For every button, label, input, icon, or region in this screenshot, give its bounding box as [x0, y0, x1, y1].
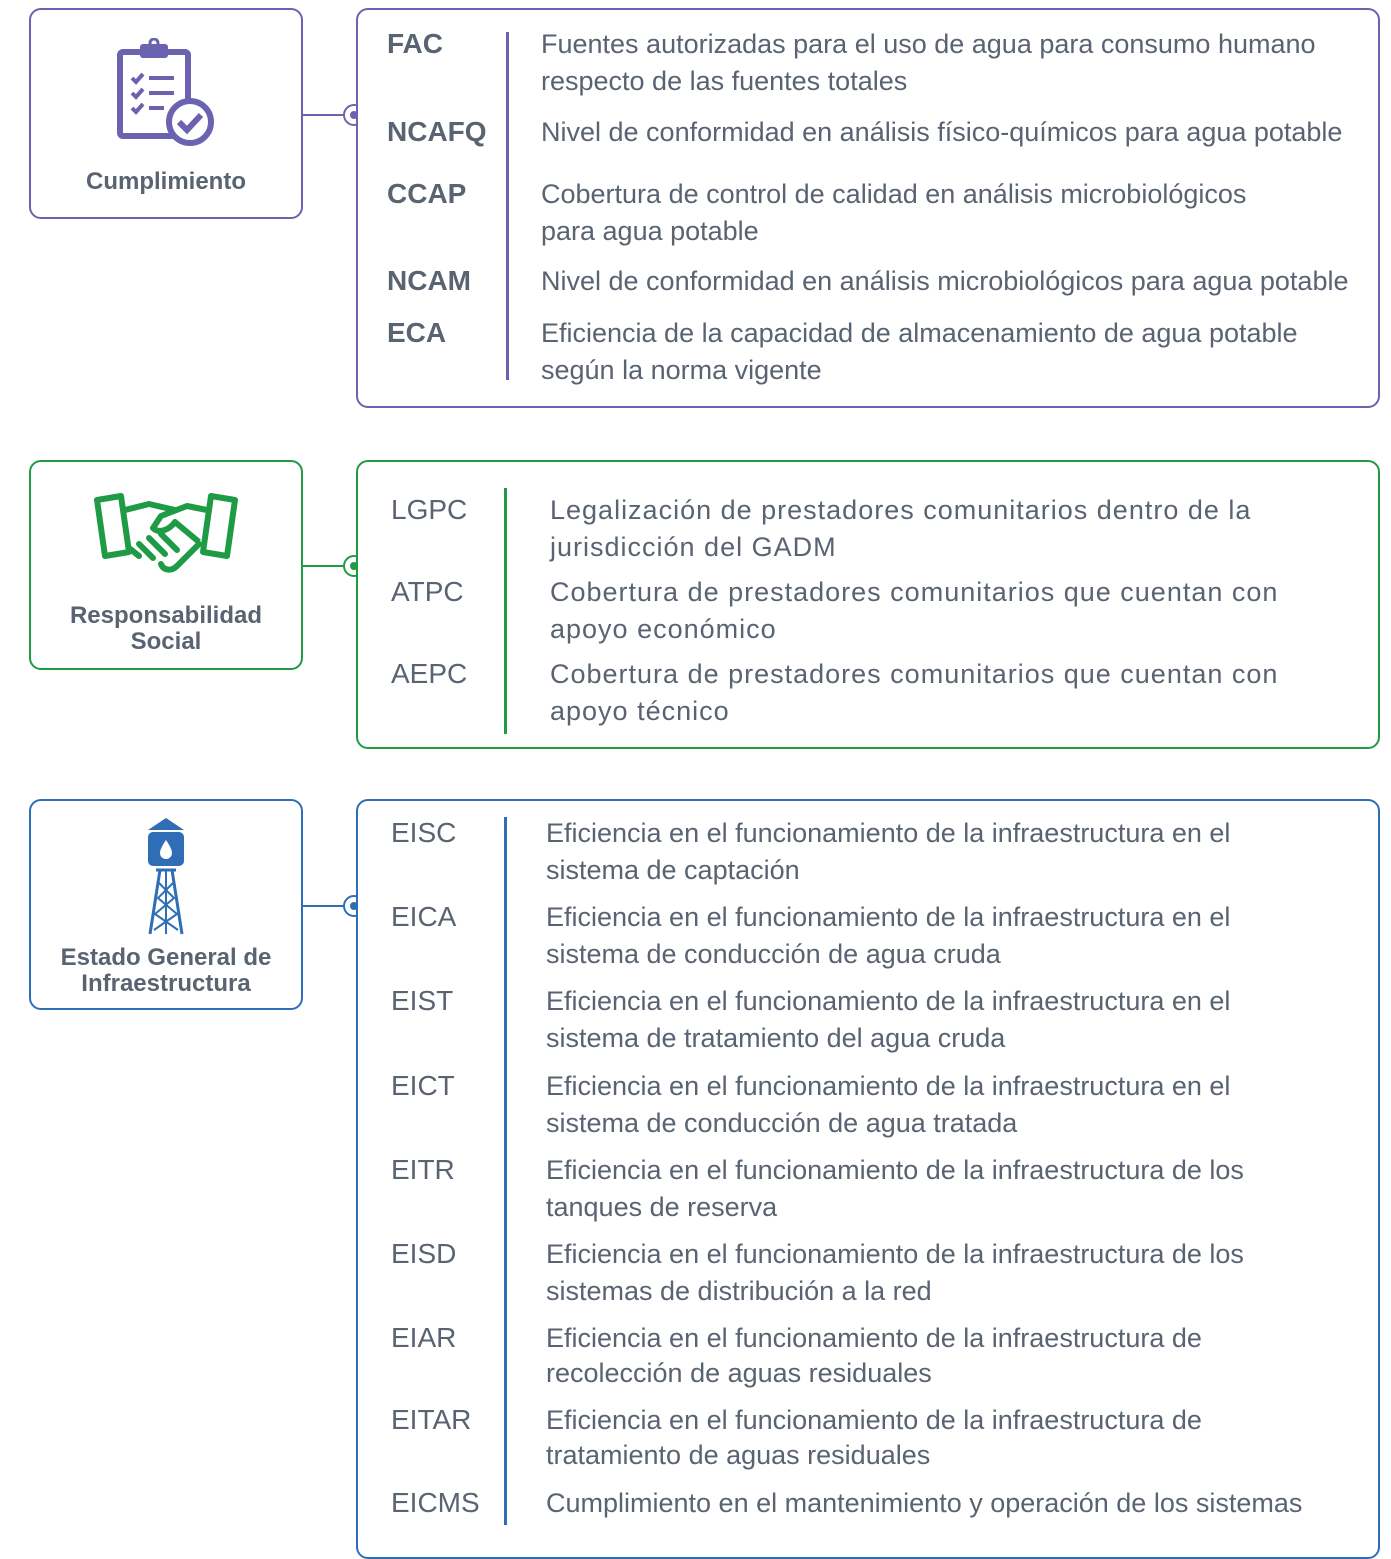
- indicator-description-cont: según la norma vigente: [541, 355, 822, 385]
- indicator-code: ATPC: [391, 576, 464, 607]
- indicator-description-cont: respecto de las fuentes totales: [541, 66, 908, 96]
- category-box-cumplimiento: Cumplimiento: [29, 8, 303, 219]
- indicator-box-responsabilidad-social: LGPC Legalización de prestadores comunit…: [356, 460, 1380, 749]
- indicator-description-cont: sistema de conducción de agua cruda: [546, 939, 1001, 969]
- indicator-description-cont: recolección de aguas residuales: [546, 1358, 932, 1388]
- category-label: Estado General de: [60, 944, 272, 971]
- indicator-description: Eficiencia en el funcionamiento de la in…: [546, 1155, 1244, 1185]
- indicator-code: AEPC: [391, 658, 468, 689]
- indicator-description: Eficiencia en el funcionamiento de la in…: [546, 902, 1231, 932]
- indicator-code: EITAR: [391, 1404, 472, 1435]
- indicator-description-cont: sistema de captación: [546, 855, 800, 885]
- category-label-cont: Social: [130, 628, 202, 655]
- indicator-code: EIST: [391, 985, 454, 1016]
- indicator-code: EITR: [391, 1154, 455, 1185]
- indicator-description: Eficiencia en el funcionamiento de la in…: [546, 818, 1231, 848]
- water-tower-icon: [144, 818, 188, 936]
- indicator-description-cont: tanques de reserva: [546, 1192, 778, 1222]
- indicator-code: EICMS: [391, 1487, 480, 1518]
- indicator-description-cont: sistema de tratamiento del agua cruda: [546, 1023, 1006, 1053]
- indicator-code: FAC: [387, 28, 443, 59]
- connector-line: [303, 565, 345, 567]
- indicator-description: Nivel de conformidad en análisis físico-…: [541, 117, 1343, 147]
- divider-line: [504, 817, 507, 1525]
- category-box-infraestructura: Estado General de Infraestructura: [29, 799, 303, 1010]
- indicator-description: Cumplimiento en el mantenimiento y opera…: [546, 1488, 1303, 1518]
- indicator-box-infraestructura: EISC Eficiencia en el funcionamiento de …: [356, 799, 1380, 1559]
- indicator-description: Eficiencia en el funcionamiento de la in…: [546, 1071, 1231, 1101]
- connector-line: [303, 905, 345, 907]
- indicator-code: NCAFQ: [387, 116, 487, 147]
- indicator-code: ECA: [387, 317, 447, 348]
- divider-line: [506, 32, 509, 380]
- indicator-description-cont: apoyo económico: [550, 614, 777, 644]
- indicator-description: Legalización de prestadores comunitarios…: [550, 495, 1252, 525]
- connector-line: [303, 114, 345, 116]
- indicator-code: CCAP: [387, 178, 467, 209]
- indicator-box-cumplimiento: FAC Fuentes autorizadas para el uso de a…: [356, 8, 1380, 408]
- indicator-description-cont: sistema de conducción de agua tratada: [546, 1108, 1018, 1138]
- indicator-description: Cobertura de prestadores comunitarios qu…: [550, 659, 1279, 689]
- indicator-code: EIAR: [391, 1322, 457, 1353]
- indicator-description: Cobertura de control de calidad en análi…: [541, 179, 1247, 209]
- indicator-code: EICT: [391, 1070, 455, 1101]
- indicator-description-cont: apoyo técnico: [550, 696, 730, 726]
- indicator-code: EISC: [391, 817, 457, 848]
- handshake-icon: [91, 490, 241, 584]
- indicator-description: Cobertura de prestadores comunitarios qu…: [550, 577, 1279, 607]
- category-label: Responsabilidad: [69, 602, 263, 629]
- indicator-description-cont: tratamiento de aguas residuales: [546, 1440, 931, 1470]
- indicator-code: LGPC: [391, 494, 468, 525]
- indicator-description: Eficiencia en el funcionamiento de la in…: [546, 1405, 1202, 1435]
- clipboard-check-icon: [116, 37, 216, 148]
- indicator-description: Eficiencia en el funcionamiento de la in…: [546, 1239, 1244, 1269]
- category-label-cont: Infraestructura: [81, 970, 251, 997]
- indicator-description-cont: para agua potable: [541, 216, 759, 246]
- indicator-description: Eficiencia en el funcionamiento de la in…: [546, 986, 1231, 1016]
- indicator-description: Nivel de conformidad en análisis microbi…: [541, 266, 1349, 296]
- indicator-description: Eficiencia de la capacidad de almacenami…: [541, 318, 1298, 348]
- category-box-responsabilidad-social: Responsabilidad Social: [29, 460, 303, 670]
- indicator-description-cont: sistemas de distribución a la red: [546, 1276, 932, 1306]
- category-label: Cumplimiento: [86, 168, 246, 195]
- indicator-code: NCAM: [387, 265, 471, 296]
- indicator-description: Eficiencia en el funcionamiento de la in…: [546, 1323, 1202, 1353]
- divider-line: [504, 488, 507, 734]
- indicator-code: EICA: [391, 901, 457, 932]
- indicator-code: EISD: [391, 1238, 457, 1269]
- indicator-description: Fuentes autorizadas para el uso de agua …: [541, 29, 1316, 59]
- indicator-description-cont: jurisdicción del GADM: [550, 532, 837, 562]
